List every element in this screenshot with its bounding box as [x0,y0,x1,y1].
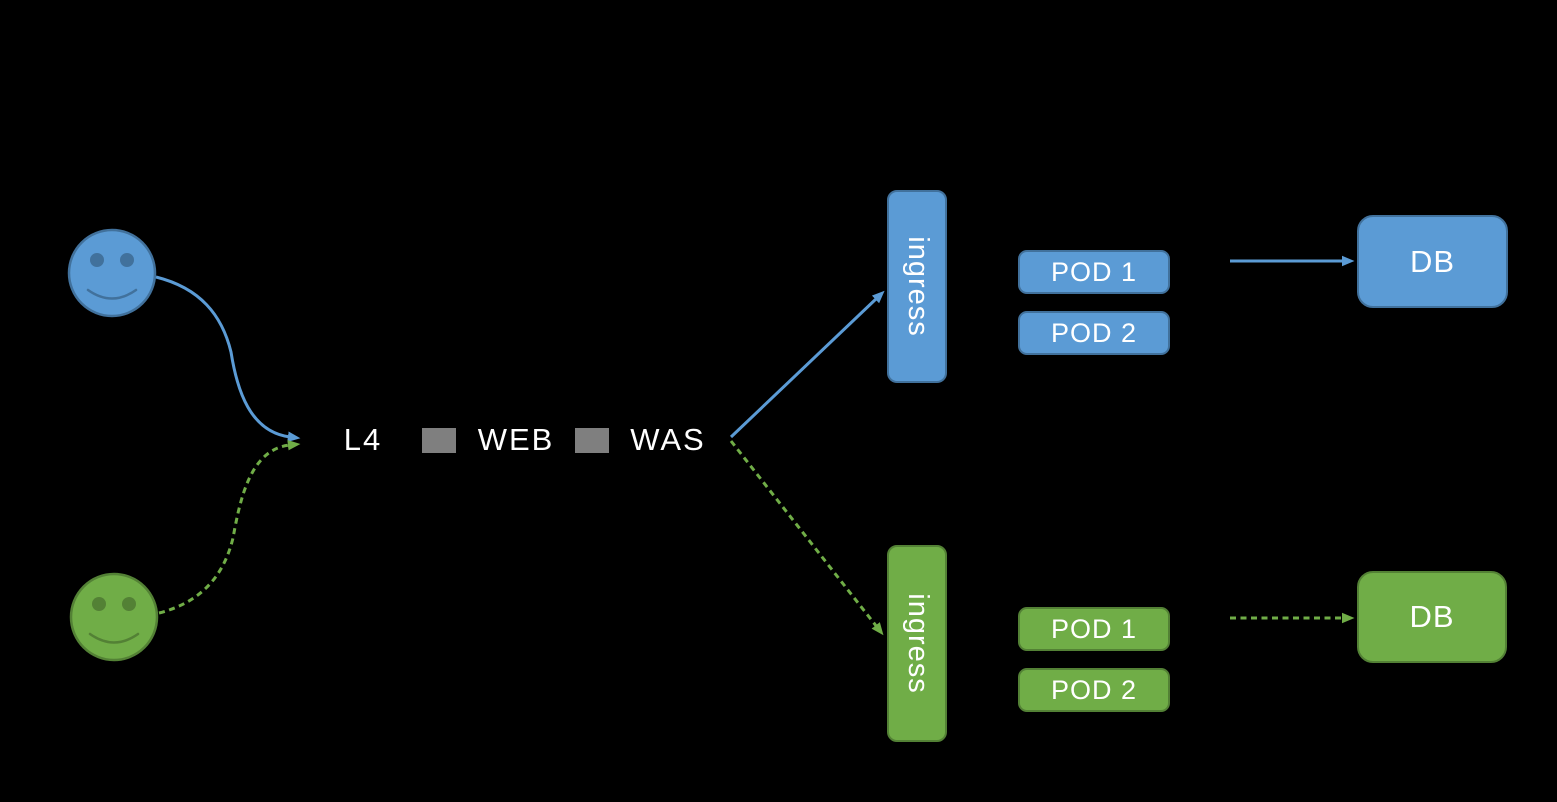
blue-ingress-label: ingress [901,236,934,337]
green-user-to-l4-arrow [158,439,301,615]
green-ingress-node: ingress [887,545,947,742]
blue-pod-2-node: POD 2 [1018,311,1170,355]
green-db-node: DB [1357,571,1507,663]
web-label: WEB [477,422,555,457]
blue-smiley-user-icon [67,228,157,318]
green-pod-2-node: POD 2 [1018,668,1170,712]
green-ingress-label: ingress [901,593,934,694]
was-label: WAS [630,422,706,457]
green-smiley-user-icon [69,572,159,662]
blue-pod-1-node: POD 1 [1018,250,1170,294]
l4-web-connector-box [422,428,456,453]
l4-label: L4 [343,422,383,457]
green-pod-1-node: POD 1 [1018,607,1170,651]
blue-user-to-l4-arrow [155,275,301,442]
web-was-connector-box [575,428,609,453]
was-to-blue-ingress-arrow [729,290,885,439]
was-to-green-ingress-arrow [729,440,884,636]
blue-ingress-node: ingress [887,190,947,383]
blue-db-node: DB [1357,215,1508,308]
